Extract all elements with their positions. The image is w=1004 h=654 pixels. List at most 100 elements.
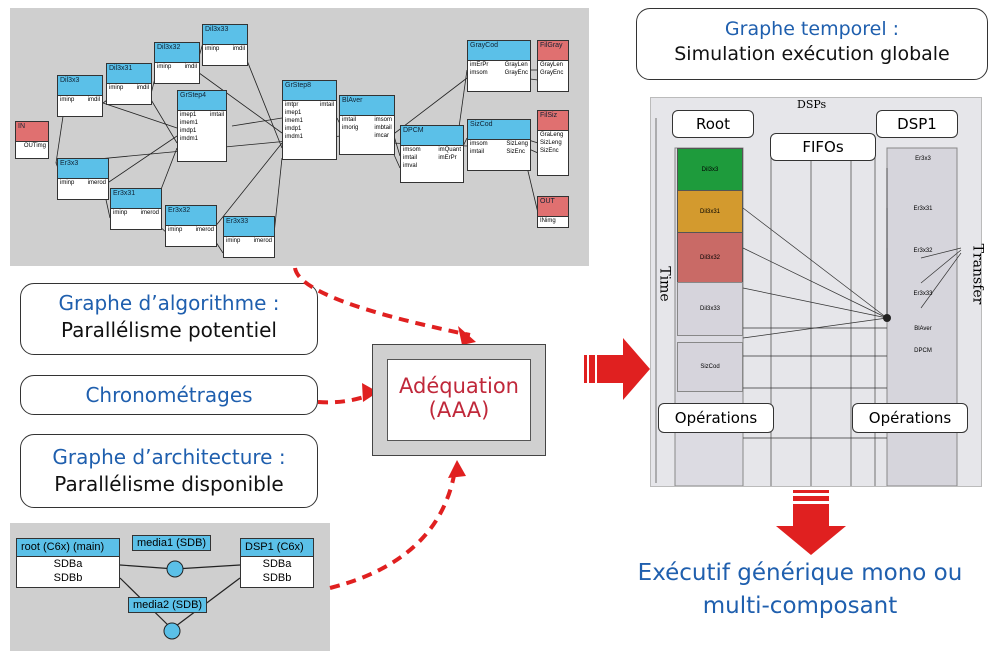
port: iminp bbox=[60, 180, 75, 186]
arrowhead-icon bbox=[458, 326, 476, 345]
media1-node-icon bbox=[166, 560, 184, 578]
port: imerod bbox=[87, 180, 106, 186]
node-out[interactable]: OUT INimg bbox=[537, 196, 569, 228]
arrowhead-icon bbox=[362, 383, 378, 402]
port: imdil bbox=[232, 46, 245, 52]
port: iminp bbox=[113, 210, 128, 216]
arch-dsp1-row: SDBb bbox=[262, 572, 292, 584]
node-er3x3[interactable]: Er3x3 iminp imerod bbox=[57, 158, 109, 200]
port: imtail bbox=[470, 149, 485, 155]
port: imem1 bbox=[285, 118, 304, 124]
task-block[interactable]: Dil3x31 bbox=[677, 190, 743, 234]
arch-graph-callout: Graphe d’architecture : Parallélisme dis… bbox=[20, 434, 318, 508]
arch-graph-title: Graphe d’architecture : bbox=[52, 445, 286, 469]
port: imsom bbox=[470, 70, 488, 76]
node-title: IN bbox=[16, 122, 48, 142]
port: imval bbox=[403, 163, 418, 169]
port: imdil bbox=[184, 64, 197, 70]
node-title: GrStep4 bbox=[178, 91, 226, 111]
node-title: Er3x3 bbox=[58, 159, 108, 179]
node-title: Dil3x3 bbox=[58, 76, 102, 96]
adequation-title: Adéquation bbox=[399, 374, 519, 398]
algo-graph-title: Graphe d’algorithme : bbox=[58, 291, 280, 315]
node-grstep4[interactable]: GrStep4 imep1 imem1 imdp1 imdm1 imtail bbox=[177, 90, 227, 162]
port: iminp bbox=[226, 238, 241, 244]
dsps-label: DSPs bbox=[797, 98, 827, 111]
media1-label[interactable]: media1 (SDB) bbox=[132, 535, 212, 551]
task-block[interactable]: Er3x32 bbox=[913, 248, 933, 254]
port: SizLeng bbox=[506, 141, 528, 147]
node-dpcm[interactable]: DPCM imsom imtail imval imQuant imErPr bbox=[400, 125, 464, 183]
node-grstep8[interactable]: GrStep8 imtpr imep1 imem1 imdp1 imdm1 im… bbox=[282, 80, 337, 160]
port: iminp bbox=[109, 85, 124, 91]
root-label: Root bbox=[672, 110, 754, 138]
port: imtail bbox=[209, 112, 224, 118]
media2-node-icon bbox=[163, 622, 181, 640]
task-block[interactable]: SizCod bbox=[677, 342, 743, 392]
port: GrayLen bbox=[540, 62, 564, 68]
node-blaver[interactable]: BlAver imtail imorig imsom imbtail imcar bbox=[339, 95, 395, 155]
task-block[interactable]: Dil3x3 bbox=[677, 148, 743, 192]
temporal-graph-title: Graphe temporel : bbox=[724, 18, 900, 40]
arch-graph-subtitle: Parallélisme disponible bbox=[54, 472, 284, 496]
node-title: OUT bbox=[538, 197, 568, 217]
task-block[interactable]: Er3x33 bbox=[913, 291, 933, 297]
port: imQuant bbox=[438, 147, 461, 153]
port: imdil bbox=[87, 97, 100, 103]
node-in[interactable]: IN OUTimg bbox=[15, 121, 49, 159]
fifos-label: FIFOs bbox=[770, 133, 876, 161]
transfer-label: Transfer bbox=[969, 243, 986, 305]
port: imtail bbox=[403, 155, 418, 161]
arch-root-box[interactable]: root (C6x) (main) SDBa SDBb bbox=[16, 538, 120, 588]
task-block[interactable]: Dil3x32 bbox=[677, 232, 743, 284]
arch-dsp1-box[interactable]: DSP1 (C6x) SDBa SDBb bbox=[240, 538, 314, 588]
arch-dsp1-title: DSP1 (C6x) bbox=[241, 539, 313, 557]
task-block[interactable]: BlAver bbox=[914, 326, 932, 332]
node-filgray[interactable]: FilGray GrayLen GrayEnc bbox=[537, 40, 569, 92]
port: imsom bbox=[403, 147, 421, 153]
node-sizcod[interactable]: SizCod imsom imtail SizLeng SizEnc bbox=[467, 119, 531, 171]
port: imerod bbox=[140, 210, 159, 216]
node-title: FilGray bbox=[538, 41, 568, 61]
node-title: BlAver bbox=[340, 96, 394, 116]
port: OUTimg bbox=[23, 143, 46, 149]
media2-label[interactable]: media2 (SDB) bbox=[128, 597, 208, 613]
port: imErPr bbox=[470, 62, 489, 68]
port: imdm1 bbox=[180, 136, 199, 142]
port: imdp1 bbox=[285, 126, 302, 132]
transfer-hub-icon bbox=[883, 314, 891, 322]
arch-dsp1-row: SDBa bbox=[262, 558, 292, 570]
node-title: GrayCod bbox=[468, 41, 530, 61]
port: GraLeng bbox=[540, 132, 564, 138]
chrono-label: Chronométrages bbox=[85, 383, 253, 407]
node-filsiz[interactable]: FilSiz GraLeng SizLeng SizEnc bbox=[537, 110, 569, 176]
port: GrayEnc bbox=[504, 70, 528, 76]
big-down-arrow-icon bbox=[776, 490, 846, 555]
task-block[interactable]: Er3x3 bbox=[915, 156, 931, 162]
port: imorig bbox=[342, 125, 359, 131]
port: INimg bbox=[540, 218, 556, 224]
task-block[interactable]: DPCM bbox=[914, 348, 932, 354]
port: SizEnc bbox=[506, 149, 525, 155]
node-title: Dil3x33 bbox=[203, 25, 247, 45]
adequation-subtitle: (AAA) bbox=[428, 398, 490, 422]
port: imep1 bbox=[285, 110, 302, 116]
algo-graph-callout: Graphe d’algorithme : Parallélisme poten… bbox=[20, 283, 318, 355]
port: SizEnc bbox=[540, 148, 559, 154]
node-graycod[interactable]: GrayCod imErPr imsom GrayLen GrayEnc bbox=[467, 40, 531, 92]
architecture-graph-panel: root (C6x) (main) SDBa SDBb DSP1 (C6x) S… bbox=[10, 523, 330, 651]
task-block[interactable]: Dil3x33 bbox=[677, 282, 743, 336]
port: imdil bbox=[136, 85, 149, 91]
port: GrayEnc bbox=[540, 70, 564, 76]
chrono-callout: Chronométrages bbox=[20, 375, 318, 415]
task-block[interactable]: Er3x31 bbox=[913, 206, 933, 212]
algo-graph-subtitle: Parallélisme potentiel bbox=[60, 318, 277, 342]
